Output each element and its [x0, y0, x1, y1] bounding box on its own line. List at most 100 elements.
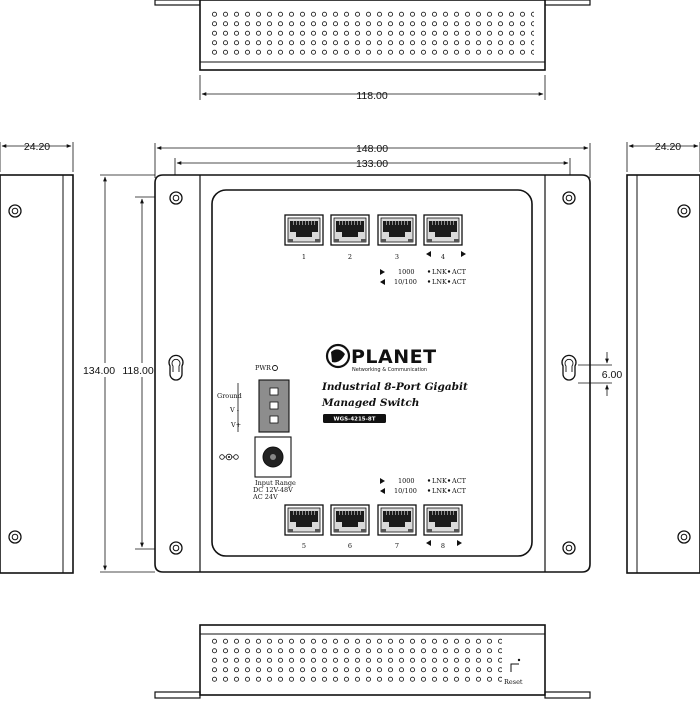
arrow-right-icon	[380, 478, 385, 484]
right-depth-dimension: 24.20	[655, 141, 681, 153]
left-side-screw-top	[8, 204, 22, 218]
terminal-v-minus-icon	[269, 401, 279, 410]
port-label-4: 4	[441, 253, 445, 261]
power-block: PWR Ground V - V+ Input Range DC 12V-48V…	[217, 364, 296, 501]
slot-width-dimension: 6.00	[602, 369, 623, 381]
port-led-icon	[361, 239, 366, 242]
mount-hole-bottom-left	[169, 541, 183, 555]
overall-width-dimension: 148.00	[356, 143, 388, 155]
arrow-left-icon	[380, 279, 385, 285]
legend-lnk-label-2: LNK	[432, 278, 447, 286]
arrow-right-icon	[380, 269, 385, 275]
left-depth-dimension: 24.20	[24, 141, 50, 153]
led-dot-icon	[447, 479, 451, 482]
keyhole-slot-left	[168, 354, 184, 381]
planet-logo: PLANET Networking & Communication	[325, 343, 437, 373]
legend-act-label-2: ACT	[451, 278, 467, 286]
terminal-ground-icon	[269, 387, 279, 396]
arrow-left-icon	[426, 251, 431, 257]
arrow-left-icon	[380, 488, 385, 494]
arrow-right-icon	[457, 540, 462, 546]
reset-label: Reset	[504, 678, 523, 686]
port-led-icon	[288, 529, 293, 532]
product-title-line2: Managed Switch	[321, 397, 419, 409]
port-led-icon	[334, 529, 339, 532]
port-led-icon	[334, 239, 339, 242]
terminal-v-plus-icon	[269, 415, 279, 424]
input-ac-label: AC 24V	[252, 493, 278, 501]
pwr-led-icon	[272, 365, 278, 371]
dc-polarity-icon	[219, 453, 239, 461]
rj45-port-8[interactable]	[423, 504, 463, 536]
front-panel	[211, 189, 533, 557]
port-label-1: 1	[302, 253, 306, 261]
port-led-icon	[454, 529, 459, 532]
rj45-port-7[interactable]	[377, 504, 417, 536]
port-label-8: 8	[441, 542, 445, 550]
product-title-line1: Industrial 8-Port Gigabit	[321, 381, 468, 393]
port-labels-top: 1 2 3 4	[302, 251, 466, 261]
port-led-icon	[427, 529, 432, 532]
bottom-view: Reset	[154, 624, 591, 699]
legend-act-label: ACT	[451, 268, 467, 276]
led-legend-top: 1000 LNK ACT 10/100 LNK ACT	[380, 268, 467, 286]
port-led-icon	[408, 529, 413, 532]
overall-height-dimension: 134.00	[83, 365, 115, 377]
rj45-port-3[interactable]	[377, 214, 417, 246]
port-led-icon	[381, 529, 386, 532]
port-label-5: 5	[302, 542, 306, 550]
top-right-flange	[544, 0, 591, 6]
rj45-port-1[interactable]	[284, 214, 324, 246]
top-width-dimension: 118.00	[356, 90, 387, 102]
port-label-2: 2	[348, 253, 352, 261]
led-dot-icon	[447, 280, 451, 283]
right-side-view: 24.20	[626, 141, 700, 574]
legend-lnk-label: LNK	[432, 268, 447, 276]
top-left-flange	[154, 0, 201, 6]
legend-10-100-label: 10/100	[394, 278, 417, 286]
legend-1000-label-bottom: 1000	[398, 477, 415, 485]
planet-logo-icon	[325, 343, 351, 369]
model-number: WGS-4215-8T	[334, 417, 376, 423]
top-vent-holes	[212, 8, 534, 56]
inner-width-dimension: 133.00	[356, 158, 388, 170]
port-label-3: 3	[395, 253, 399, 261]
rj45-port-4[interactable]	[423, 214, 463, 246]
led-dot-icon	[427, 280, 431, 283]
rj45-port-5[interactable]	[284, 504, 324, 536]
ethernet-ports-bottom	[284, 504, 463, 536]
port-led-icon	[408, 239, 413, 242]
legend-1000-label: 1000	[398, 268, 415, 276]
port-led-icon	[427, 239, 432, 242]
ethernet-ports-top	[284, 214, 463, 246]
port-led-icon	[454, 239, 459, 242]
legend-act-label-bottom: ACT	[451, 477, 467, 485]
port-label-7: 7	[395, 542, 399, 550]
port-led-icon	[315, 239, 320, 242]
keyhole-slot-right	[561, 354, 577, 381]
bottom-right-flange	[544, 691, 591, 699]
right-side-screw-bottom	[677, 530, 691, 544]
inner-height-dimension: 118.00	[122, 365, 153, 377]
arrow-left-icon	[426, 540, 431, 546]
left-side-view: 24.20	[0, 141, 74, 574]
led-dot-icon	[427, 479, 431, 482]
port-labels-bottom: 5 6 7 8	[302, 540, 462, 550]
brand-name: PLANET	[351, 346, 437, 368]
rj45-port-2[interactable]	[330, 214, 370, 246]
legend-10-100-label-bottom: 10/100	[394, 487, 417, 495]
input-dc-label: DC 12V-48V	[253, 486, 293, 494]
arrow-right-icon	[461, 251, 466, 257]
model-badge	[323, 414, 386, 423]
led-dot-icon	[447, 489, 451, 492]
rj45-port-6[interactable]	[330, 504, 370, 536]
port-label-6: 6	[348, 542, 352, 550]
brand-tagline: Networking & Communication	[352, 367, 427, 373]
v-plus-label: V+	[230, 421, 241, 429]
mount-hole-bottom-right	[562, 541, 576, 555]
left-side-chassis	[0, 174, 74, 574]
legend-lnk-label-bottom-2: LNK	[432, 487, 447, 495]
port-led-icon	[288, 239, 293, 242]
